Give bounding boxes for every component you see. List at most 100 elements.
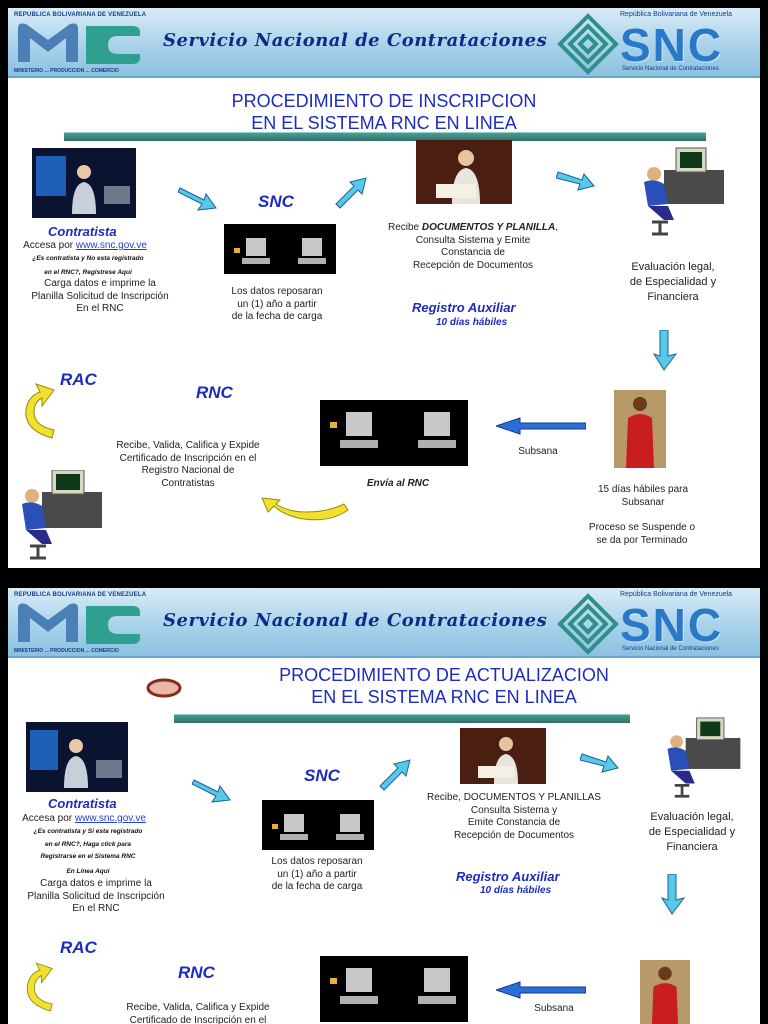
snc-logo-top-text: República Bolivariana de Venezuela [620,11,733,18]
recibe-bold: DOCUMENTOS Y PLANILLA [421,222,556,233]
rnc-computer-image [22,470,102,560]
subsana-label: Subsana [534,1003,574,1014]
contratista-note-line1: ¿Es contratista y Si esta registrado [33,828,143,835]
proceso-line1: Proceso se Suspende o [588,522,696,533]
contratista-label: Contratista [48,224,117,239]
datos-line2: un (1) año a partir [277,868,357,880]
recibe-text: Recibe, DOCUMENTOS Y PLANILLAS Consulta … [414,792,614,842]
snc-label: SNC [304,766,340,785]
carga-line2: Planilla Solicitud de Inscripción [31,290,169,302]
rnc-line1: Recibe, Valida, Califica y Expide [116,440,260,451]
contratista-note-line2[interactable]: en el RNC?, Registrese Aqui [44,269,132,276]
registro-auxiliar-label: Registro Auxiliar [412,300,516,315]
quince-line2: Subsanar [621,496,665,508]
curved-arrow-up-icon [26,962,53,1012]
snc-logo-text: SNC [620,599,724,651]
rnc-text: Recibe, Valida, Califica y Expide Certif… [98,1002,298,1024]
carga-text: Carga datos e imprime la Planilla Solici… [8,878,184,916]
recibe-line3: Emite Constancia de [467,817,561,828]
datos-text: Los datos reposaran un (1) año a partir … [212,286,342,324]
carga-text: Carga datos e imprime la Planilla Solici… [10,278,190,316]
org-name-top: REPUBLICA BOLIVARIANA DE VENEZUELA [14,592,147,598]
slide-header: REPUBLICA BOLIVARIANA DE VENEZUELA MINIS… [8,8,760,78]
rnc-line3: Registro Nacional de [141,465,235,476]
header-title: Servicio Nacional de Contrataciones [163,610,548,631]
carga-line1: Carga datos e imprime la [44,278,156,289]
eval-line3: Financiera [666,841,718,853]
title-underline-bar [64,132,706,141]
eval-line1: Evaluación legal, [631,261,715,273]
contratista-note-line3: Registrarse en el Sistema RNC [40,853,136,860]
quince-line1: 15 días hábiles para [597,484,689,495]
snc-website-link[interactable]: www.snc.gov.ve [75,240,147,251]
rac-label: RAC [60,938,97,957]
rnc-label: RNC [196,383,233,402]
accesa-text: Accesa por www.snc.gov.ve [8,813,160,826]
ministry-logo [18,603,140,644]
contratista-note: ¿Es contratista y Si esta registrado en … [16,826,160,878]
arrow-left-icon [496,981,586,999]
procedure-title-line2: EN EL SISTEMA RNC EN LINEA [251,113,517,133]
arrow-right-icon [556,171,595,191]
carga-line3: En el RNC [72,903,120,914]
datos-line3: de la fecha de carga [231,311,323,322]
slide-actualizacion: REPUBLICA BOLIVARIANA DE VENEZUELA MINIS… [8,588,760,1024]
contratista-note-line4[interactable]: En Línea Aqui [66,867,110,875]
snc-logo-top-text: República Bolivariana de Venezuela [620,591,733,598]
contratista-photo [26,722,128,792]
dias-habiles-label: 10 días hábiles [436,317,508,328]
org-name-top: REPUBLICA BOLIVARIANA DE VENEZUELA [14,12,147,18]
snc-website-link[interactable]: www.snc.gov.ve [74,813,146,824]
documents-clerk-photo [416,140,512,204]
carga-line1: Carga datos e imprime la [40,878,152,889]
arrow-down-icon [660,874,686,915]
datos-line1: Los datos reposaran [231,286,323,297]
org-name-bottom: MINISTERIO ... PRODUCCION ... COMERCIO [14,648,119,654]
recibe-line1: Recibe, DOCUMENTOS Y PLANILLAS [427,792,601,803]
contratista-note-line1: ¿Es contratista y No esta registrado [32,255,144,262]
recibe-line3: Constancia de [441,247,505,258]
rnc-line2: Certificado de Inscripción en el [129,1014,267,1024]
eval-line2: de Especialidad y [648,826,736,838]
arrow-right-down-icon [178,187,217,211]
datos-line1: Los datos reposaran [271,856,363,867]
snc-diamond-logo [557,593,619,655]
recibe-suffix: , [555,222,559,233]
evaluacion-text: Evaluación legal, de Especialidad y Fina… [630,810,754,855]
eval-line1: Evaluación legal, [650,811,734,823]
contratista-note: ¿Es contratista y No esta registrado en … [18,254,158,278]
rnc-monitors-image [320,400,468,466]
arrow-up-right-icon [335,177,367,209]
quince-dias-text: 15 días hábiles para Subsanar [578,484,708,509]
rnc-text: Recibe, Valida, Califica y Expide Certif… [88,440,288,490]
recibe-line2: Consulta Sistema y Emite [415,234,531,246]
contratista-note-line2: en el RNC?, Haga click para [45,840,131,848]
ministry-logo [18,23,140,64]
recibe-text: Recibe DOCUMENTOS Y PLANILLA, Consulta S… [378,222,568,272]
carga-line2: Planilla Solicitud de Inscripción [27,890,165,902]
proceso-text: Proceso se Suspende o se da por Terminad… [572,522,712,547]
rnc-line1: Recibe, Valida, Califica y Expide [126,1002,270,1013]
recibe-line4: Recepción de Documentos [412,259,534,271]
arrow-up-right-icon [379,759,411,791]
snc-label: SNC [258,192,294,211]
curved-arrow-up-icon [25,383,55,439]
snc-diamond-logo [557,13,619,75]
datos-line3: de la fecha de carga [271,881,363,892]
arrow-right-down-icon [192,779,231,803]
subsana-label: Subsana [518,446,558,457]
datos-line2: un (1) año a partir [237,298,317,310]
snc-logo-bottom-text: Servicio Nacional de Contrataciones [622,66,719,72]
rnc-monitors-image [320,956,468,1022]
computers-monitors-image [262,800,374,850]
accesa-prefix: Accesa por [22,813,75,824]
evaluator-computer-image [644,147,724,236]
accesa-text: Accesa por www.snc.gov.ve [10,240,160,253]
procedure-title-line1: PROCEDIMIENTO DE INSCRIPCION [231,91,537,111]
businessman-photo [614,390,666,468]
recibe-line4: Recepción de Documentos [453,829,575,841]
arrow-right-icon [580,753,619,773]
rnc-line2: Certificado de Inscripción en el [119,452,257,464]
contratista-photo [32,148,136,218]
evaluator-computer-image [667,717,741,798]
